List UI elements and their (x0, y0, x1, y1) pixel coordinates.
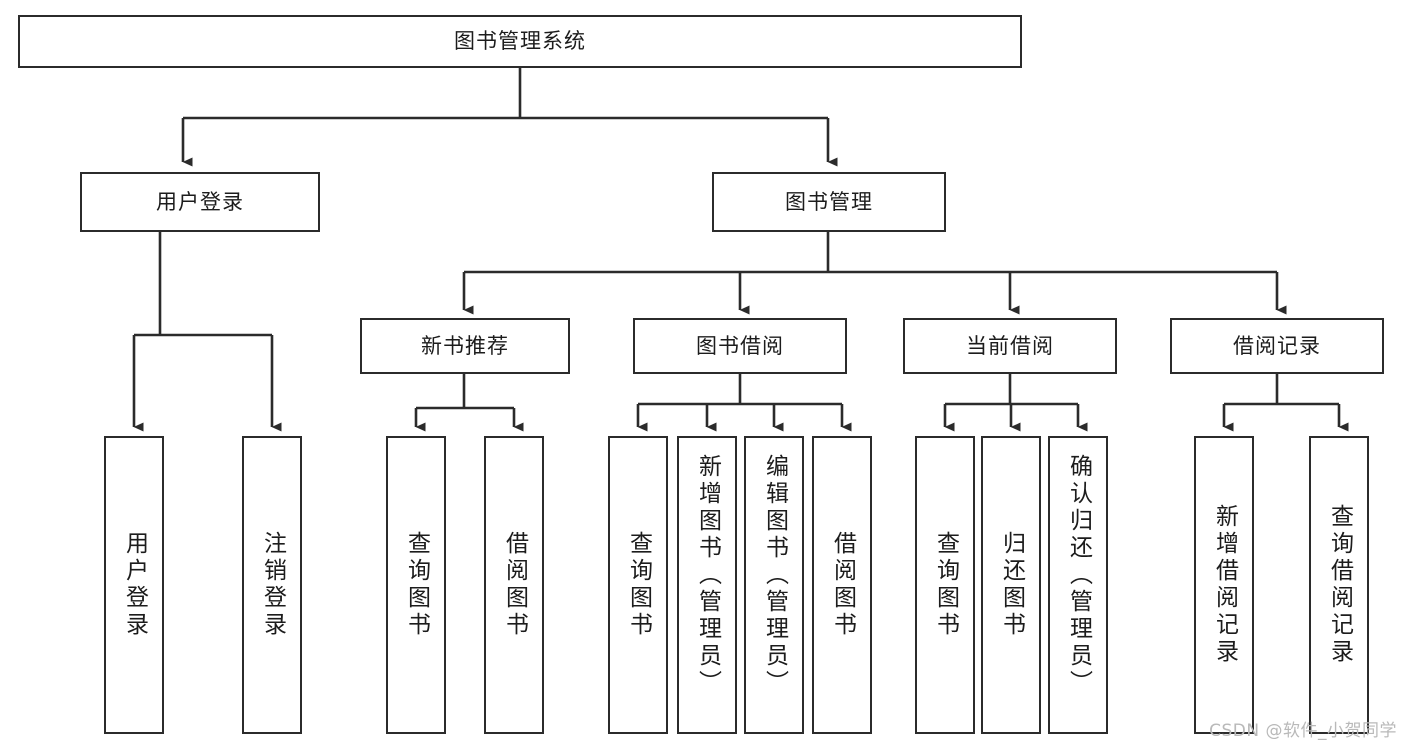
node-current-borrow[interactable]: 当前借阅 (903, 318, 1117, 374)
leaf-query-borrow-record[interactable]: 查询借阅记录 (1309, 436, 1369, 734)
node-label: 注销登录 (259, 531, 286, 639)
node-label: 编辑图书（管理员） (761, 454, 788, 697)
node-label: 查询借阅记录 (1326, 504, 1353, 666)
node-label: 确认归还（管理员） (1065, 454, 1092, 697)
node-label: 借阅图书 (501, 531, 528, 639)
node-label: 用户登录 (121, 531, 148, 639)
node-book-borrow[interactable]: 图书借阅 (633, 318, 847, 374)
node-new-book-recommend[interactable]: 新书推荐 (360, 318, 570, 374)
leaf-logout[interactable]: 注销登录 (242, 436, 302, 734)
node-label: 查询图书 (932, 531, 959, 639)
node-book-management[interactable]: 图书管理 (712, 172, 946, 232)
leaf-return-book[interactable]: 归还图书 (981, 436, 1041, 734)
leaf-add-borrow-record[interactable]: 新增借阅记录 (1194, 436, 1254, 734)
leaf-query-book-current[interactable]: 查询图书 (915, 436, 975, 734)
node-label: 当前借阅 (966, 333, 1054, 358)
node-label: 查询图书 (403, 531, 430, 639)
leaf-add-book-admin[interactable]: 新增图书（管理员） (677, 436, 737, 734)
node-user-login[interactable]: 用户登录 (80, 172, 320, 232)
node-label: 用户登录 (156, 189, 244, 214)
leaf-query-book-recommend[interactable]: 查询图书 (386, 436, 446, 734)
node-root-library-system[interactable]: 图书管理系统 (18, 15, 1022, 68)
node-label: 借阅记录 (1233, 333, 1321, 358)
node-label: 图书借阅 (696, 333, 784, 358)
node-label: 新增借阅记录 (1211, 504, 1238, 666)
leaf-confirm-return-admin[interactable]: 确认归还（管理员） (1048, 436, 1108, 734)
leaf-edit-book-admin[interactable]: 编辑图书（管理员） (744, 436, 804, 734)
node-label: 新增图书（管理员） (694, 454, 721, 697)
leaf-user-login[interactable]: 用户登录 (104, 436, 164, 734)
node-label: 查询图书 (625, 531, 652, 639)
node-label: 借阅图书 (829, 531, 856, 639)
node-borrow-record[interactable]: 借阅记录 (1170, 318, 1384, 374)
leaf-query-book-borrow[interactable]: 查询图书 (608, 436, 668, 734)
leaf-borrow-book[interactable]: 借阅图书 (812, 436, 872, 734)
watermark: CSDN @软件_小贺同学 (1209, 721, 1397, 741)
node-label: 新书推荐 (421, 333, 509, 358)
node-label: 图书管理 (785, 189, 873, 214)
node-label: 归还图书 (998, 531, 1025, 639)
leaf-borrow-book-recommend[interactable]: 借阅图书 (484, 436, 544, 734)
node-label: 图书管理系统 (454, 29, 586, 54)
